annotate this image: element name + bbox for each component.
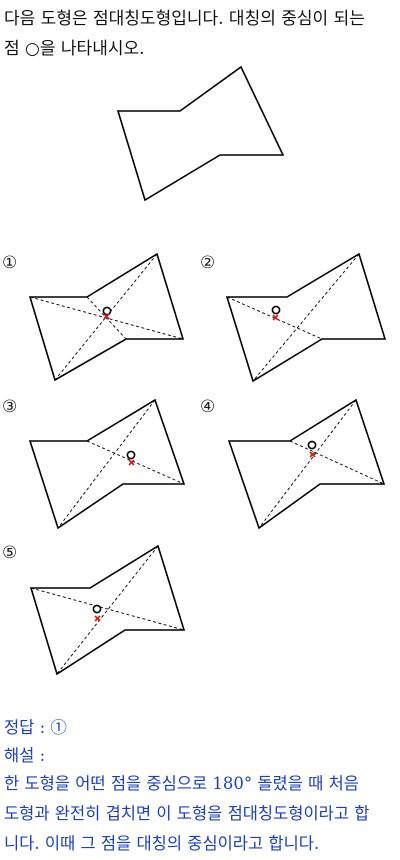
- explanation-label: 해설 :: [4, 745, 46, 765]
- explanation-line-3: 니다. 이때 그 점을 대칭의 중심이라고 합니다.: [4, 834, 320, 853]
- choice-5-shape: [29, 544, 186, 676]
- choice-4-diagonal: [289, 440, 385, 485]
- question-line-1: 다음 도형은 점대칭도형입니다. 대칭의 중심이 되는: [4, 9, 365, 29]
- choice-3-label: ③: [2, 397, 17, 417]
- choice-3-diagonal: [57, 399, 156, 529]
- choice-2-center-circle: [271, 305, 281, 315]
- answer-value: ①: [50, 718, 67, 737]
- choice-1-red-mark: [103, 313, 110, 320]
- main-figure: [116, 65, 285, 202]
- choice-4-label: ④: [200, 397, 215, 417]
- answer-line: 정답 : ①: [4, 714, 398, 742]
- choice-2-red-mark: [272, 314, 279, 321]
- choice-2-figure[interactable]: ②: [0, 245, 400, 385]
- choice-5-diagonal: [30, 587, 185, 631]
- choice-5-label: ⑤: [2, 543, 17, 563]
- answer-section: 정답 : ① 해설 : 한 도형을 어떤 점을 중심으로 180° 돌렸을 때 …: [4, 714, 398, 859]
- choice-4-center-circle: [307, 440, 317, 450]
- choice-3-figure[interactable]: ③: [0, 395, 400, 535]
- choice-1-center-circle: [102, 306, 112, 316]
- choice-1-label: ①: [2, 253, 17, 273]
- choice-2-label: ②: [200, 253, 215, 273]
- question-text: 다음 도형은 점대칭도형입니다. 대칭의 중심이 되는 점 ○을 나타내시오.: [4, 4, 396, 64]
- answer-label: 정답 :: [4, 718, 51, 737]
- question-line-2: 점 ○을 나타내시오.: [4, 39, 145, 59]
- explanation-line-1: 한 도형을 어떤 점을 중심으로 180° 돌렸을 때 처음: [4, 774, 359, 793]
- choice-5-figure[interactable]: ⑤: [0, 540, 400, 680]
- choice-5-diagonal: [56, 545, 159, 675]
- choice-4-figure[interactable]: ④: [0, 395, 400, 535]
- choice-4-shape: [227, 398, 386, 530]
- choice-1-diagonal: [86, 296, 127, 340]
- choice-2-diagonal: [252, 253, 360, 382]
- choice-3-red-mark: [128, 459, 135, 466]
- choice-3-center-circle: [126, 450, 136, 460]
- explanation-line-2: 도형과 완전히 겹치면 이 도형을 점대칭도형이라고 합: [4, 804, 370, 823]
- choice-4-red-mark: [309, 451, 316, 458]
- choice-4-diagonal: [258, 399, 357, 529]
- choice-5-red-mark: [94, 615, 101, 622]
- main-hexagon: [116, 65, 285, 202]
- choice-3-diagonal: [86, 440, 185, 485]
- choice-1-figure[interactable]: ①: [0, 245, 400, 385]
- choice-5-center-circle: [92, 604, 102, 614]
